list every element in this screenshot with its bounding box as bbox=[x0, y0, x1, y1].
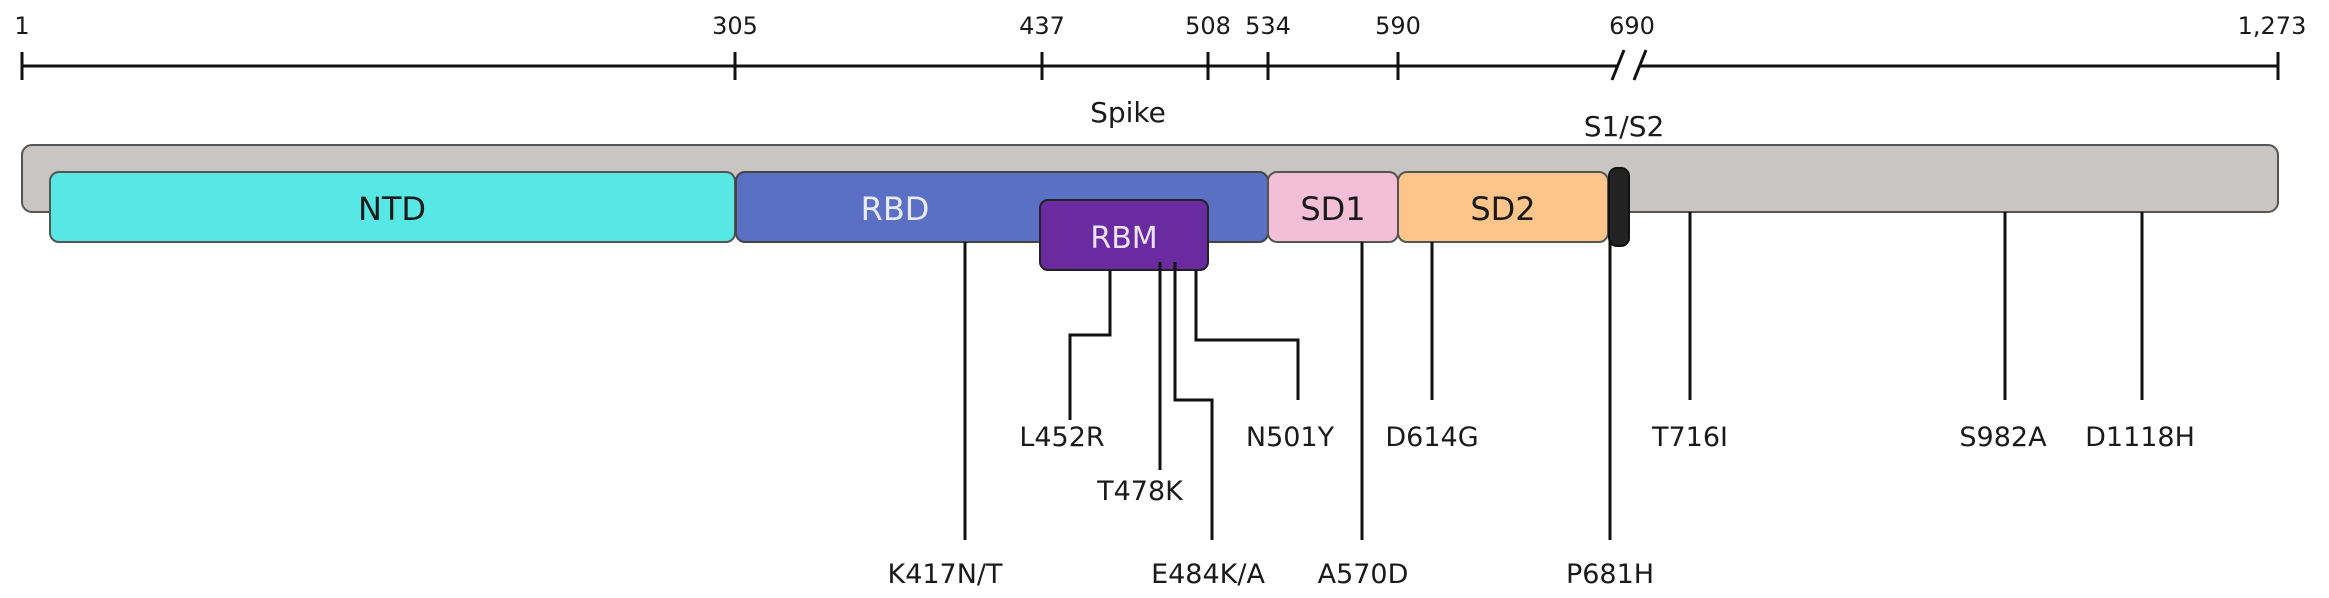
domain-label: NTD bbox=[358, 190, 426, 228]
mutation-label: N501Y bbox=[1246, 422, 1335, 453]
ruler-tick-label: 437 bbox=[1019, 12, 1065, 40]
domain-label: RBD bbox=[861, 190, 930, 228]
sequence-ruler: 1 305 437 508 534 590 690 1,273 bbox=[14, 12, 2307, 81]
ruler-tick-label: 508 bbox=[1185, 12, 1231, 40]
ruler-break-mark bbox=[1632, 49, 1648, 81]
ruler-tick-label: 1 bbox=[14, 12, 29, 40]
mutation-label: K417N/T bbox=[887, 559, 1003, 590]
mutation-label: T478K bbox=[1096, 476, 1184, 507]
protein-label: Spike bbox=[1090, 96, 1166, 129]
mutation-label: T716I bbox=[1651, 422, 1728, 453]
mutation-line bbox=[1194, 270, 1300, 400]
mutation-labels: K417N/T L452R T478K E484K/A N501Y A570D … bbox=[887, 422, 2194, 590]
ruler-tick-label: 1,273 bbox=[2238, 12, 2307, 40]
cleavage-site-marker bbox=[1608, 167, 1630, 247]
mutation-label: L452R bbox=[1019, 422, 1104, 453]
domains: NTD RBD RBM SD1 SD2 bbox=[49, 167, 1630, 271]
mutation-label: D1118H bbox=[2085, 422, 2195, 453]
mutation-line bbox=[1173, 262, 1214, 540]
ruler-tick-label: 305 bbox=[712, 12, 758, 40]
mutation-label: S982A bbox=[1959, 422, 2047, 453]
ruler-tick-label: 690 bbox=[1609, 12, 1655, 40]
mutation-label: D614G bbox=[1385, 422, 1478, 453]
domain-label: SD2 bbox=[1470, 190, 1535, 228]
ruler-tick-label: 590 bbox=[1375, 12, 1421, 40]
domain-label: SD1 bbox=[1300, 190, 1365, 228]
mutation-label: E484K/A bbox=[1151, 559, 1265, 590]
mutation-label: P681H bbox=[1566, 559, 1654, 590]
ruler-break-mark bbox=[1610, 49, 1626, 81]
cleavage-site-label: S1/S2 bbox=[1584, 110, 1665, 143]
domain-label: RBM bbox=[1090, 221, 1157, 256]
domain-rbm bbox=[1039, 199, 1209, 271]
mutation-line bbox=[1068, 270, 1112, 420]
mutation-lines bbox=[963, 212, 2144, 540]
mutation-label: A570D bbox=[1318, 559, 1409, 590]
ruler-tick-label: 534 bbox=[1245, 12, 1291, 40]
